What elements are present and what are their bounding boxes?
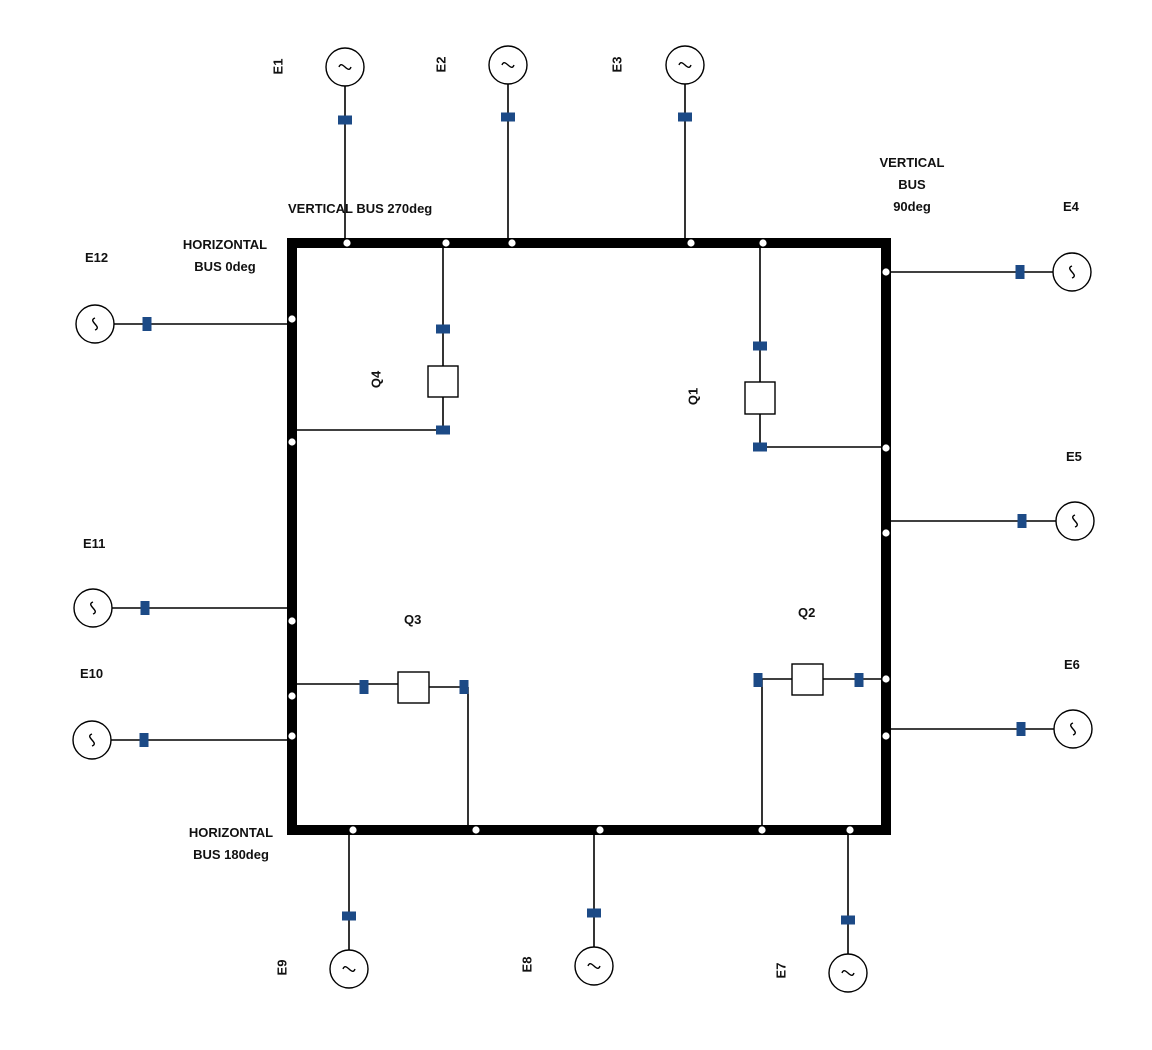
node-e7: [846, 826, 854, 834]
node-q1-top: [759, 239, 767, 247]
node-e4: [882, 268, 890, 276]
node-q3-left: [288, 692, 296, 700]
generator-e1-wave: [338, 64, 352, 70]
node-e8: [596, 826, 604, 834]
transformer-q2: [791, 663, 824, 696]
transformer-q4: [427, 365, 459, 398]
bus-label-vertical-90-line1: VERTICAL: [879, 155, 945, 170]
generator-label-e3: E3: [609, 56, 625, 73]
generator-e12-wave: [92, 317, 98, 331]
generator-e10-wave: [89, 733, 95, 747]
node-q2-right: [882, 675, 890, 683]
transformer-q1: [744, 381, 776, 415]
node-e1: [343, 239, 351, 247]
breaker-e3: [678, 112, 692, 122]
node-q1-right: [882, 444, 890, 452]
node-e2: [508, 239, 516, 247]
node-e5: [882, 529, 890, 537]
node-e9: [349, 826, 357, 834]
breaker-e8: [587, 908, 601, 918]
bus-label-horizontal-0-line1: HORIZONTAL: [182, 237, 268, 252]
transformer-label-q2: Q2: [798, 605, 816, 620]
node-q4-top: [442, 239, 450, 247]
breaker-e7: [841, 915, 855, 925]
node-q2-bottom: [758, 826, 766, 834]
generator-label-e12: E12: [85, 250, 109, 265]
generator-e3-wave: [678, 62, 692, 68]
node-q3-bottom: [472, 826, 480, 834]
generator-e5-wave: [1072, 514, 1078, 528]
breaker-e6: [1016, 722, 1026, 736]
breaker-q3-right: [459, 680, 469, 694]
generator-e6-wave: [1070, 722, 1076, 736]
generator-label-e11: E11: [83, 536, 106, 551]
generator-e2-wave: [501, 62, 515, 68]
generator-e11-wave: [90, 601, 96, 615]
transformer-label-q1: Q1: [685, 387, 701, 406]
breaker-q4-bottom: [436, 425, 450, 435]
node-e12: [288, 315, 296, 323]
generator-label-e5: E5: [1066, 449, 1082, 464]
breaker-e2: [501, 112, 515, 122]
generator-label-e8: E8: [519, 956, 535, 973]
breaker-e5: [1017, 514, 1027, 528]
generator-label-e7: E7: [773, 962, 789, 979]
node-e3: [687, 239, 695, 247]
generator-label-e9: E9: [274, 959, 290, 976]
transformer-q3: [397, 671, 430, 704]
node-q4-left: [288, 438, 296, 446]
bus-label-vertical-90: VERTICAL BUS 90deg: [862, 152, 962, 218]
generator-label-e4: E4: [1063, 199, 1079, 214]
breaker-e10: [139, 733, 149, 747]
bus-label-horizontal-0: HORIZONTAL BUS 0deg: [170, 234, 280, 278]
generator-label-e10: E10: [80, 666, 104, 681]
node-e6: [882, 732, 890, 740]
generator-label-e2: E2: [433, 56, 449, 73]
breaker-q2-right: [854, 673, 864, 687]
breaker-e12: [142, 317, 152, 331]
generator-e7-wave: [841, 970, 855, 976]
bus-label-vertical-90-line3: 90deg: [893, 199, 931, 214]
node-e11: [288, 617, 296, 625]
generator-e8-wave: [587, 963, 601, 969]
transformer-label-q3: Q3: [404, 612, 422, 627]
bus-label-vertical-270: VERTICAL BUS 270deg: [288, 201, 433, 216]
breaker-q2-left: [753, 673, 763, 687]
node-e10: [288, 732, 296, 740]
bus-frame: [287, 238, 891, 835]
bus-label-horizontal-0-line2: BUS 0deg: [194, 259, 256, 274]
transformer-label-q4: Q4: [368, 370, 384, 389]
generator-label-e1: E1: [270, 58, 286, 75]
generator-e9-wave: [342, 966, 356, 972]
breaker-e1: [338, 115, 352, 125]
bus-label-horizontal-180-line1: HORIZONTAL: [188, 825, 274, 840]
bus-label-horizontal-180-line2: BUS 180deg: [193, 847, 269, 862]
breaker-q1-top: [753, 341, 767, 351]
generator-label-e6: E6: [1064, 657, 1080, 672]
breaker-q1-bottom: [753, 442, 767, 452]
breaker-e11: [140, 601, 150, 615]
breaker-e9: [342, 911, 356, 921]
bus-label-vertical-90-line2: BUS: [898, 177, 926, 192]
generator-e4-wave: [1069, 265, 1075, 279]
breaker-e4: [1015, 265, 1025, 279]
breaker-q4-top: [436, 324, 450, 334]
bus-label-horizontal-180: HORIZONTAL BUS 180deg: [176, 822, 286, 866]
breaker-q3-left: [359, 680, 369, 694]
